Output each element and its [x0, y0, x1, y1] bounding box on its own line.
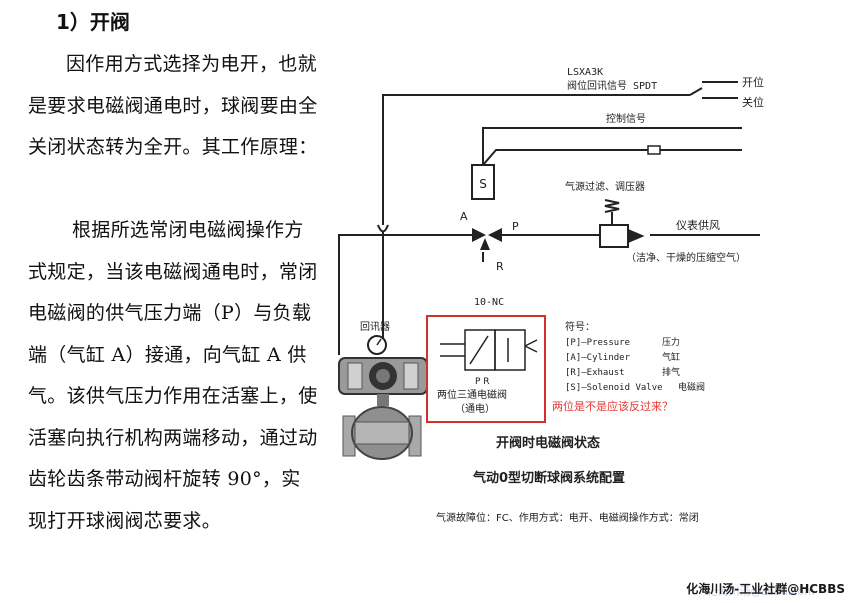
- caption-system-config: 气动0型切断球阀系统配置: [473, 470, 625, 486]
- legend-title: 符号：: [565, 320, 595, 333]
- valve-type-label: 10-NC: [474, 297, 504, 308]
- legend-cn-a: 气缸: [662, 351, 680, 363]
- legend-code-r: [R]—Exhaust: [565, 368, 625, 378]
- intro-paragraph: 因作用方式选择为电开，也就是要求电磁阀通电时，球阀要由全关闭状态转为全开。其工作…: [28, 53, 318, 158]
- pneumatic-ball-valve-diagram: S A P R LSXA3K 阀位回讯信号 SPDT 开位 关位 控制信号 气源…: [338, 67, 764, 524]
- watermark: 化海川汤@sohu.com: [706, 585, 815, 598]
- close-position-label: 关位: [742, 95, 764, 109]
- brand-label: 化海川汤-工业社群@HCBBS: [686, 582, 845, 596]
- air-quality-note: （洁净、干燥的压缩空气）: [626, 251, 746, 264]
- control-signal-label: 控制信号: [606, 112, 646, 125]
- legend-cn-r: 排气: [662, 366, 680, 378]
- caption-state: 开阀时电磁阀状态: [496, 435, 600, 451]
- limit-switch-model: LSXA3K: [567, 67, 603, 78]
- legend-code-s: [S]—Solenoid Valve: [565, 383, 663, 393]
- port-r-label: R: [496, 260, 504, 273]
- inset-pr-label: P R: [475, 377, 490, 387]
- solenoid-coil-box: [471, 164, 495, 200]
- legend-cn-s: 电磁阀: [678, 381, 705, 393]
- question-note: 两位是不是应该反过来？: [552, 399, 673, 413]
- actuator-icon: [338, 357, 428, 395]
- legend-code-a: [A]—Cylinder: [565, 353, 631, 363]
- positioner-label: 回讯器: [360, 321, 390, 333]
- legend-cn-p: 压力: [662, 336, 680, 348]
- port-p-label: P: [512, 220, 519, 233]
- three-way-valve-icon: [472, 228, 502, 250]
- filter-regulator-icon: [599, 199, 645, 248]
- principle-paragraph: 根据所选常闭电磁阀操作方式规定，当该电磁阀通电时，常闭电磁阀的供气压力端（P）与…: [28, 219, 318, 532]
- solenoid-box-label: S: [479, 177, 487, 191]
- limit-switch-desc: 阀位回讯信号 SPDT: [567, 79, 657, 92]
- port-a-label: A: [460, 210, 468, 223]
- contact-switch: [647, 145, 661, 155]
- legend-code-p: [P]—Pressure: [565, 338, 630, 348]
- filter-regulator-label: 气源过滤、调压器: [565, 180, 645, 193]
- wire-crossover: [377, 224, 389, 233]
- ball-valve-icon: [342, 394, 422, 460]
- inset-label-line2: （通电）: [455, 402, 495, 415]
- inset-label-line1: 两位三通电磁阀: [437, 388, 507, 401]
- solenoid-schematic-icon: [440, 329, 538, 371]
- open-position-label: 开位: [742, 75, 764, 89]
- section-heading: 1）开阀: [56, 10, 130, 34]
- footer-note: 气源故障位：FC、作用方式：电开、电磁阀操作方式：常闭: [436, 511, 699, 524]
- instrument-air-label: 仪表供风: [676, 218, 720, 232]
